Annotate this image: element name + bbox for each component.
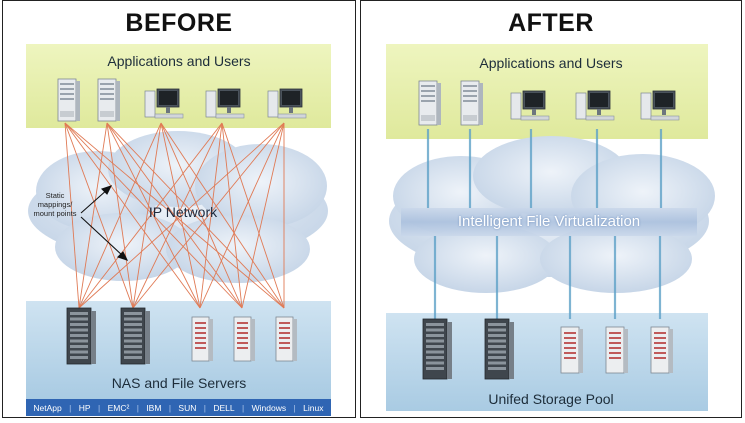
server-icon bbox=[191, 316, 213, 362]
nas-servers-label: NAS and File Servers bbox=[111, 375, 247, 391]
mesh-line bbox=[64, 122, 134, 309]
mesh-line bbox=[160, 122, 201, 309]
mesh-line bbox=[106, 122, 201, 309]
tower-computer-icon bbox=[97, 78, 120, 122]
vendor-sun: SUN bbox=[178, 402, 197, 413]
mesh-line bbox=[160, 122, 243, 309]
mesh-line bbox=[160, 122, 285, 309]
server-icon bbox=[560, 326, 583, 374]
after-panel: AFTER Applications and Users Intelligent… bbox=[360, 0, 742, 418]
connector-lines bbox=[426, 129, 663, 319]
mesh-line bbox=[106, 122, 243, 309]
rack-server-icon bbox=[484, 318, 514, 380]
mesh-line bbox=[78, 122, 162, 309]
tower-computer-icon bbox=[57, 78, 80, 122]
workstation-icon bbox=[640, 90, 680, 121]
vendor-separator: | bbox=[203, 402, 206, 413]
vendor-bar: NetApp | HP | EMC² | IBM | SUN | DELL | Window… bbox=[26, 399, 331, 416]
rack-server-icon bbox=[66, 307, 96, 365]
annotation-line-3: mount points bbox=[33, 209, 77, 218]
rack-server-icon bbox=[422, 318, 452, 380]
virtualization-bar bbox=[401, 208, 697, 236]
virtualization-label: Intelligent File Virtualization bbox=[457, 213, 641, 230]
vendor-dell: DELL bbox=[213, 402, 235, 413]
mesh-line bbox=[221, 122, 285, 309]
server-icon bbox=[275, 316, 297, 362]
vendor-emc: EMC² bbox=[107, 402, 130, 413]
server-icon bbox=[650, 326, 673, 374]
workstation-icon bbox=[575, 90, 615, 121]
annotation-arrows bbox=[80, 185, 129, 261]
mesh-line bbox=[78, 122, 108, 309]
annotation-line-2: mappings/ bbox=[37, 200, 73, 209]
vendor-separator: | bbox=[69, 402, 72, 413]
tower-computer-icon bbox=[460, 80, 483, 126]
workstation-icon bbox=[205, 88, 245, 119]
vendor-windows: Windows bbox=[251, 402, 287, 413]
after-title: AFTER bbox=[508, 9, 594, 37]
ip-network-label: IP Network bbox=[148, 204, 218, 220]
storage-servers bbox=[422, 318, 673, 380]
after-applications-label: Applications and Users bbox=[479, 55, 623, 71]
vendor-ibm: IBM bbox=[146, 402, 162, 413]
tower-computer-icon bbox=[418, 80, 441, 126]
server-icon bbox=[605, 326, 628, 374]
client-devices bbox=[418, 80, 680, 126]
before-graphics bbox=[26, 44, 331, 399]
storage-pool-label: Unifed Storage Pool bbox=[488, 391, 614, 407]
rack-server-icon bbox=[120, 307, 150, 365]
mesh-line bbox=[241, 122, 285, 309]
before-panel: BEFORE Applications and Users IP Network… bbox=[2, 0, 356, 418]
workstation-icon bbox=[144, 88, 184, 119]
workstation-icon bbox=[510, 90, 550, 121]
vendor-separator: | bbox=[293, 402, 296, 413]
mesh-line bbox=[78, 122, 285, 309]
workstation-icon bbox=[267, 88, 307, 119]
mesh-line bbox=[132, 122, 223, 309]
vendor-separator: | bbox=[242, 402, 245, 413]
after-graphics bbox=[386, 44, 715, 411]
mesh-connections bbox=[64, 122, 285, 309]
mesh-line bbox=[132, 122, 285, 309]
vendor-netapp: NetApp bbox=[33, 402, 62, 413]
mesh-line bbox=[199, 122, 285, 309]
vendor-hp: HP bbox=[78, 402, 91, 413]
server-icon bbox=[233, 316, 255, 362]
vendor-separator: | bbox=[97, 402, 101, 413]
vendor-separator: | bbox=[168, 402, 172, 413]
vendor-separator: | bbox=[136, 402, 139, 413]
mesh-line bbox=[64, 122, 201, 309]
mesh-line bbox=[64, 122, 80, 309]
before-applications-label: Applications and Users bbox=[107, 53, 251, 69]
vendor-linux: Linux bbox=[303, 402, 324, 413]
mesh-line bbox=[78, 122, 223, 309]
file-servers bbox=[66, 307, 297, 365]
mesh-line bbox=[199, 122, 223, 309]
mesh-line bbox=[132, 122, 162, 309]
client-devices bbox=[57, 78, 307, 122]
before-title: BEFORE bbox=[125, 9, 233, 37]
static-mappings-annotation: Static mappings/ mount points bbox=[27, 191, 83, 218]
mesh-line bbox=[221, 122, 243, 309]
mesh-line bbox=[106, 122, 285, 309]
annotation-line-1: Static bbox=[45, 191, 65, 200]
